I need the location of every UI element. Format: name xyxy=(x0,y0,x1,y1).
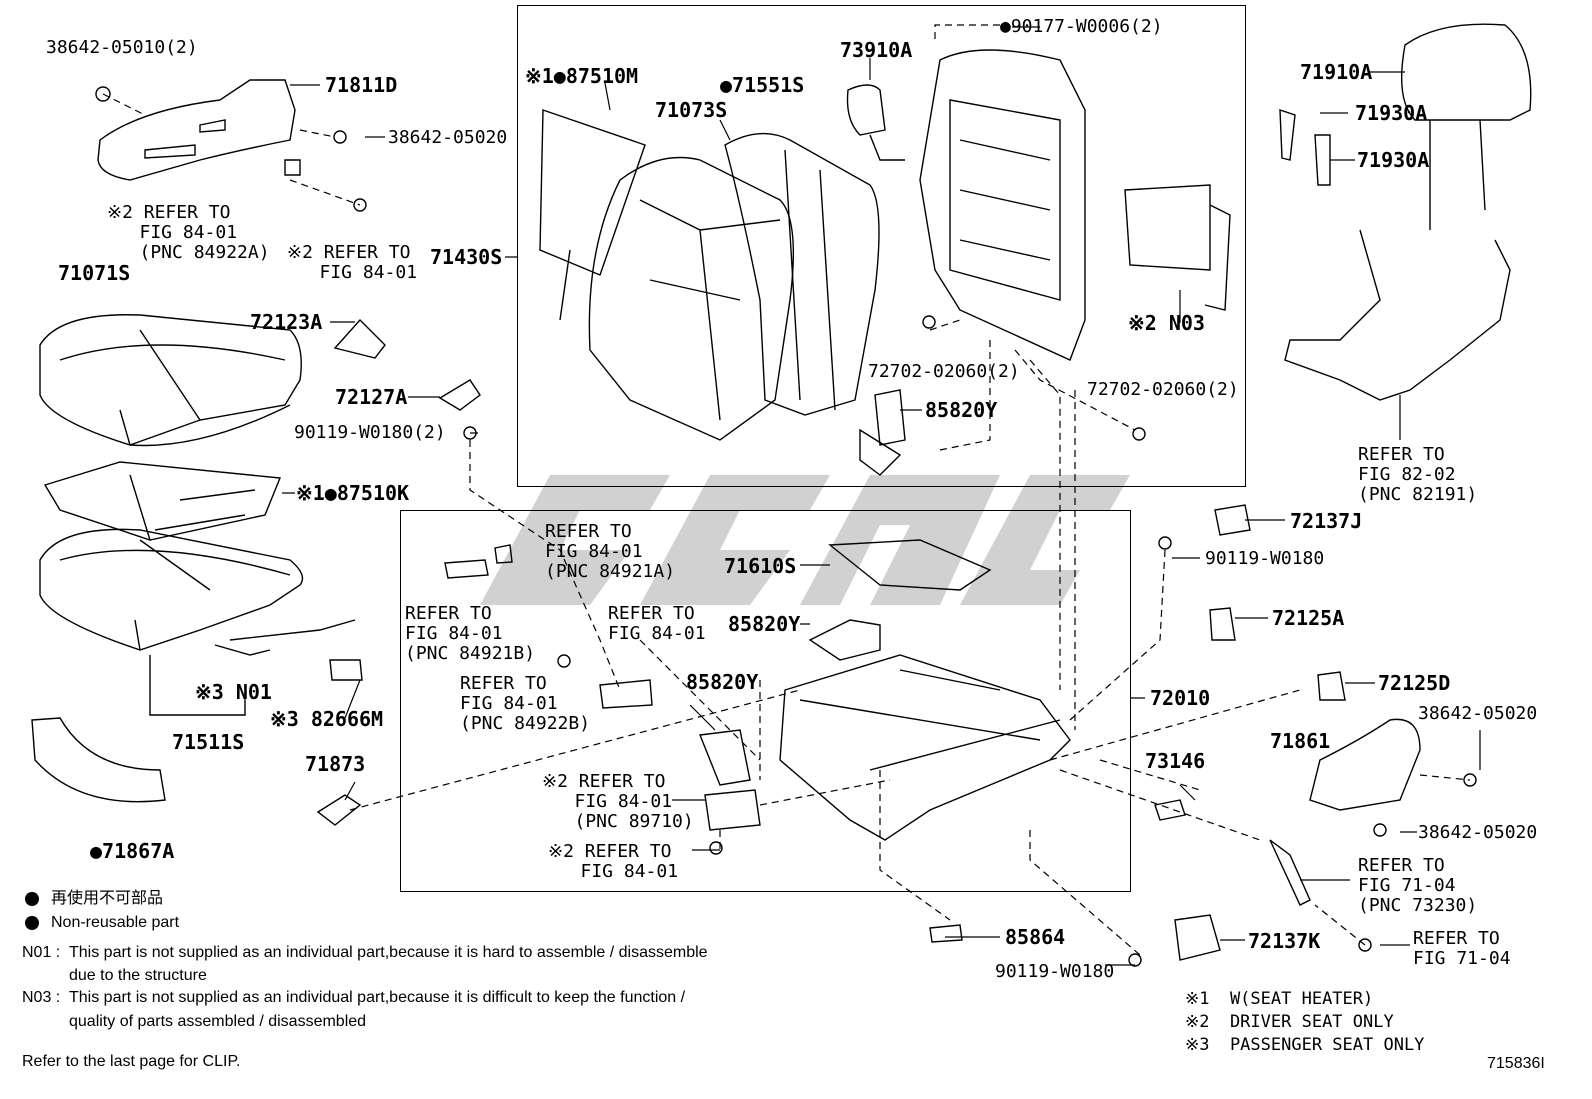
note-n03-code: N03 : xyxy=(22,989,61,1006)
label-71930a-a: 71930A xyxy=(1355,101,1428,125)
label-refer-84-01-a: ※2 REFER TO FIG 84-01 xyxy=(287,242,418,283)
label-71811d: 71811D xyxy=(325,73,398,97)
label-refer-84921b: REFER TO FIG 84-01 (PNC 84921B) xyxy=(405,603,536,664)
label-72702-02060-b: 72702-02060(2) xyxy=(1087,379,1239,400)
label-71861: 71861 xyxy=(1270,729,1331,753)
shield-71811d-drawing xyxy=(97,79,296,181)
label-refer-84922b: REFER TO FIG 84-01 (PNC 84922B) xyxy=(460,673,591,734)
label-refer-82191: REFER TO FIG 82-02 (PNC 82191) xyxy=(1358,444,1478,505)
cushion-pad-drawing xyxy=(39,528,304,651)
label-71511s: 71511S xyxy=(172,730,245,754)
label-87510m: ※1●87510M xyxy=(525,64,639,88)
footnote-3: ※3 PASSENGER SEAT ONLY xyxy=(1185,1035,1425,1055)
note-n03-line1: This part is not supplied as an individu… xyxy=(69,989,686,1006)
label-90119-w0180-a: 90119-W0180 xyxy=(1205,548,1325,569)
label-85820y-lower: 85820Y xyxy=(686,670,759,694)
headrest-drawing xyxy=(1401,23,1532,121)
back-frame-drawing xyxy=(919,49,1086,361)
legend: 再使用不可部品 Non-reusable part xyxy=(25,887,179,935)
label-refer-89710: ※2 REFER TO FIG 84-01 (PNC 89710) xyxy=(542,771,694,832)
label-71071s: 71071S xyxy=(58,261,131,285)
cover-71861-drawing xyxy=(1309,718,1421,811)
back-pad-drawing xyxy=(724,132,880,416)
label-n01: ※3 N01 xyxy=(195,680,272,704)
note-clip: Refer to the last page for CLIP. xyxy=(22,1053,241,1070)
label-refer-71-04: REFER TO FIG 71-04 xyxy=(1413,928,1511,969)
label-71610s: 71610S xyxy=(724,554,797,578)
label-n03: ※2 N03 xyxy=(1128,311,1205,335)
filled-circle-icon xyxy=(25,916,39,930)
lower-track-frame xyxy=(400,510,1131,892)
front-cover-drawing xyxy=(31,717,166,803)
label-71930a-b: 71930A xyxy=(1357,148,1430,172)
label-90177-w0006: ●90177-W0006(2) xyxy=(1000,16,1163,37)
note-n01-code: N01 : xyxy=(22,944,61,961)
label-71910a: 71910A xyxy=(1300,60,1373,84)
label-85820y-mid: 85820Y xyxy=(728,612,801,636)
upper-backrest-frame xyxy=(517,5,1246,487)
label-72137k: 72137K xyxy=(1248,929,1321,953)
cushion-cover-drawing xyxy=(39,314,302,446)
label-72127a: 72127A xyxy=(335,385,408,409)
note-n03-line2: quality of parts assembled / disassemble… xyxy=(69,1013,367,1030)
footnote-2: ※2 DRIVER SEAT ONLY xyxy=(1185,1012,1394,1032)
label-73146: 73146 xyxy=(1145,749,1206,773)
legend-jp: 再使用不可部品 xyxy=(51,890,164,907)
label-71430s: 71430S xyxy=(430,245,503,269)
label-38642-05020-bottom: 38642-05020 xyxy=(1418,822,1538,843)
label-72125d: 72125D xyxy=(1378,671,1451,695)
back-cover-drawing xyxy=(588,156,795,441)
label-38642-05010: 38642-05010(2) xyxy=(46,37,198,58)
label-refer-84-01-c: ※2 REFER TO FIG 84-01 xyxy=(548,841,679,882)
label-refer-73230: REFER TO FIG 71-04 (PNC 73230) xyxy=(1358,855,1478,916)
watermark-logo xyxy=(480,475,1130,605)
label-72702-02060-a: 72702-02060(2) xyxy=(868,361,1020,382)
note-n01-line1: This part is not supplied as an individu… xyxy=(69,944,708,961)
label-72125a: 72125A xyxy=(1272,606,1345,630)
seat-track-drawing xyxy=(779,654,1071,841)
note-n01-line2: due to the structure xyxy=(69,967,207,984)
label-72123a: 72123A xyxy=(250,310,323,334)
label-90119-w0180-b: 90119-W0180 xyxy=(995,961,1115,982)
legend-en: Non-reusable part xyxy=(51,914,180,931)
figure-code: 715836I xyxy=(1487,1055,1545,1072)
footnote-1: ※1 W(SEAT HEATER) xyxy=(1185,989,1374,1009)
label-71073s: 71073S xyxy=(655,98,728,122)
label-72010: 72010 xyxy=(1150,686,1211,710)
seat-heater-mat-drawing xyxy=(43,461,281,541)
label-refer-84921a: REFER TO FIG 84-01 (PNC 84921A) xyxy=(545,521,676,582)
label-refer-84922a: ※2 REFER TO FIG 84-01 (PNC 84922A) xyxy=(107,202,270,263)
label-90119-w0180-2: 90119-W0180(2) xyxy=(294,422,446,443)
label-38642-05020-mid: 38642-05020 xyxy=(1418,703,1538,724)
label-71873: 71873 xyxy=(305,752,366,776)
label-refer-84-01-b: REFER TO FIG 84-01 xyxy=(608,603,706,644)
label-71867a: ●71867A xyxy=(90,839,175,863)
label-73910a: 73910A xyxy=(840,38,913,62)
label-87510k: ※1●87510K xyxy=(296,481,410,505)
label-71551s: ●71551S xyxy=(720,73,805,97)
label-85864: 85864 xyxy=(1005,925,1066,949)
label-72137j: 72137J xyxy=(1290,509,1363,533)
spring-71610s-drawing xyxy=(828,539,992,591)
back-heater-drawing xyxy=(539,109,646,276)
filled-circle-icon xyxy=(25,892,39,906)
label-82666m: ※3 82666M xyxy=(270,707,384,731)
label-38642-05020-top: 38642-05020 xyxy=(388,127,508,148)
label-85820y-upper: 85820Y xyxy=(925,398,998,422)
